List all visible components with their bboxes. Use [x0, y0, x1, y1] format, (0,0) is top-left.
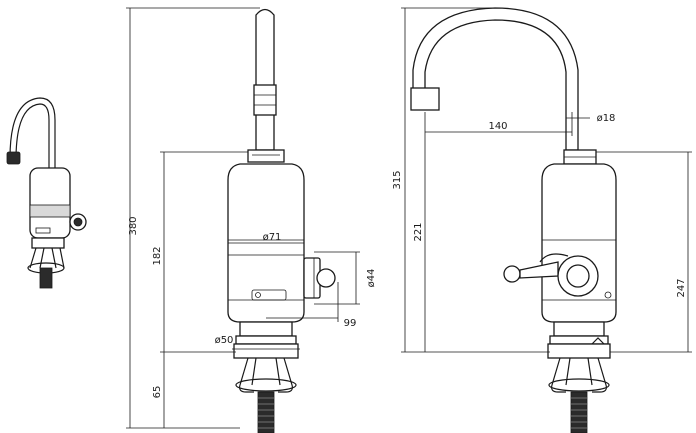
dim-base-diameter-label: ø50	[215, 335, 234, 346]
dim-spout-height-label: 315	[392, 170, 403, 189]
dim-total-height-label: 380	[128, 216, 139, 235]
dim-outlet-height-label: 221	[413, 222, 424, 241]
dim-base-height-label: 65	[152, 386, 163, 399]
front-view-dimensions	[126, 7, 360, 429]
dim-spout-diameter-label: ø18	[597, 113, 616, 124]
dim-handle-diameter-label: ø44	[366, 269, 377, 288]
dim-side-height-label: 247	[676, 278, 687, 297]
dim-body-height-label: 182	[152, 246, 163, 265]
dim-body-diameter-label: ø71	[263, 232, 282, 243]
dim-handle-reach-label: 99	[344, 318, 357, 329]
side-view-dimensions	[401, 7, 692, 353]
faucet-side-view	[410, 7, 617, 433]
dim-spout-reach-label: 140	[488, 121, 507, 132]
faucet-front-view	[227, 8, 336, 433]
faucet-perspective-view	[6, 97, 87, 289]
